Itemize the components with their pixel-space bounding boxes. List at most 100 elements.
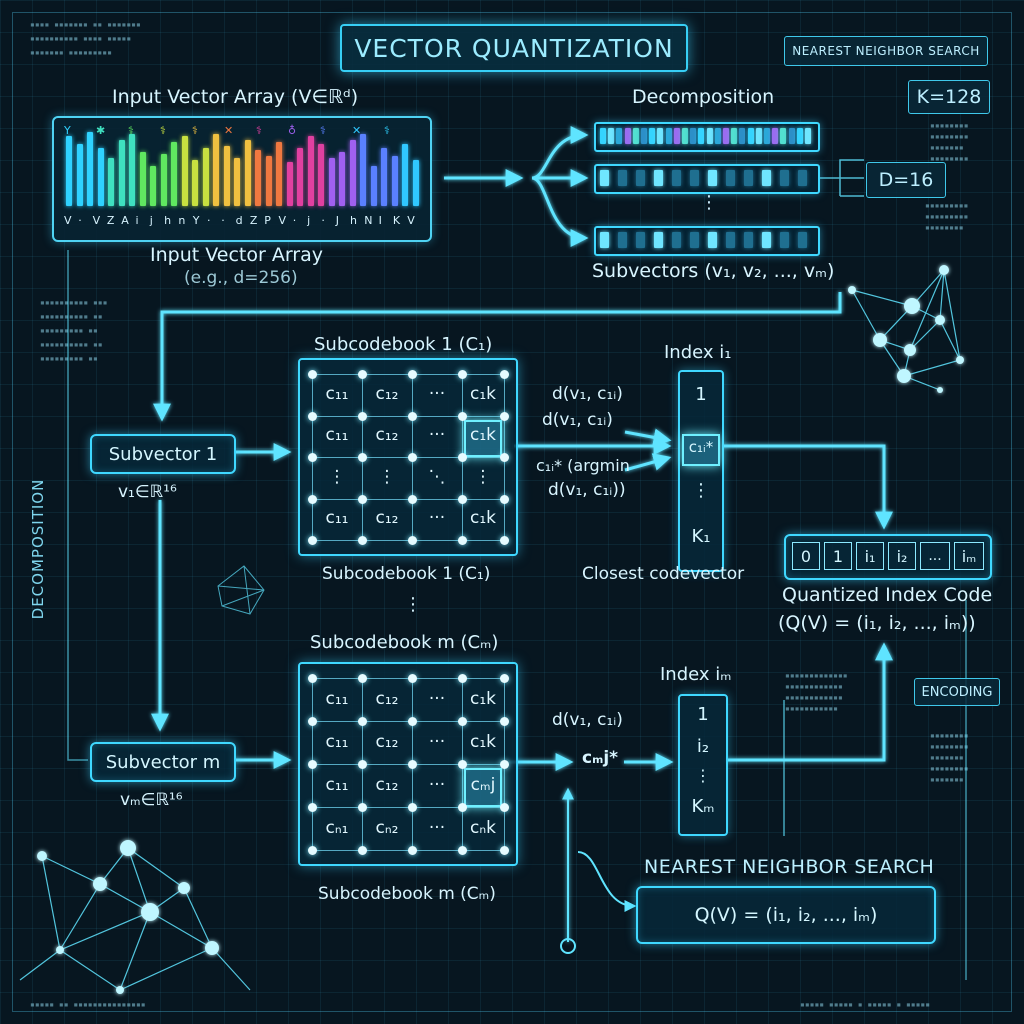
grid-node xyxy=(500,803,509,812)
index-1-column: 1 c₁ᵢ* ⋮ K₁ xyxy=(678,370,724,572)
micro-text: ▪▪▪▪▪▪▪▪▪▪▪▪▪▪▪▪▪▪▪▪▪▪▪▪▪▪ xyxy=(925,201,969,232)
strip-cell xyxy=(673,128,680,144)
grid-node xyxy=(358,760,367,769)
vector-bar xyxy=(118,140,125,206)
micro-text: ▪▪▪▪▪ ▪▪▪▪▪ ▪ ▪▪▪▪▪ ▪ ▪▪▪▪▪ xyxy=(800,1000,931,1009)
codebook-ellipsis: ⋮ xyxy=(404,594,422,615)
vector-top-symbol: ⚕ xyxy=(192,124,198,137)
quant-cell-3: i₂ xyxy=(888,542,916,570)
micro-text: ▪▪▪▪ ▪▪▪▪▪▪▪ ▪▪ ▪▪▪▪▪▪▪ xyxy=(30,20,141,29)
vector-bar xyxy=(160,154,167,206)
strip-cell xyxy=(798,232,807,248)
grid-node xyxy=(408,411,417,421)
strip-cell xyxy=(682,128,688,144)
vector-bar xyxy=(213,134,219,206)
vector-bar xyxy=(276,142,282,206)
vector-bar xyxy=(370,166,377,206)
grid-node xyxy=(458,674,467,683)
grid-node xyxy=(408,717,417,726)
vector-bottom-symbol: K xyxy=(392,214,401,227)
vector-bottom-symbol: · xyxy=(292,214,297,227)
quant-cell-5: iₘ xyxy=(954,542,984,570)
vector-bar xyxy=(286,162,293,206)
codevector-label: c₁₂ xyxy=(375,774,399,795)
vector-top-symbol: ✕ xyxy=(224,124,234,137)
vector-bar xyxy=(360,134,366,206)
micro-text: ▪▪▪▪▪▪▪▪▪▪ ▪▪▪▪ ▪▪▪▪▪ xyxy=(30,34,132,43)
index-m-cell-4: Kₘ xyxy=(691,796,715,817)
codevector-label: c₁₁ xyxy=(325,508,349,529)
codevector-label: ··· xyxy=(428,508,446,529)
decomposition-vertical-label: DECOMPOSITION xyxy=(29,478,47,620)
vector-bar xyxy=(223,146,230,206)
codevector-label: c₁₂ xyxy=(375,731,399,752)
grid-node xyxy=(308,453,317,462)
grid-node xyxy=(458,411,467,421)
arrow-fan-bottom xyxy=(531,176,589,247)
strip-cell xyxy=(780,232,789,248)
distance-1-line1: d(v₁, c₁ᵢ) xyxy=(552,384,623,404)
codevector-label: cₙ₁ xyxy=(325,817,349,838)
vector-bottom-symbol: j xyxy=(149,214,153,227)
quant-cell-1: 1 xyxy=(824,542,852,570)
grid-node xyxy=(308,370,317,379)
vector-bar xyxy=(108,158,114,206)
vector-bar xyxy=(318,144,324,206)
grid-node xyxy=(308,536,317,545)
vector-bar xyxy=(349,140,356,206)
subvector-m-space: vₘ∈ℝ¹⁶ xyxy=(120,790,183,810)
codevector-label: c₁₂ xyxy=(375,425,399,446)
strip-cell xyxy=(739,128,746,144)
codevector-label: c₁₁ xyxy=(325,425,349,446)
origin-circle xyxy=(560,938,576,954)
index-1-cell-4: K₁ xyxy=(691,526,711,547)
codevector-label: ··· xyxy=(428,731,446,752)
subvector-strip-1 xyxy=(594,122,820,152)
grid-node xyxy=(458,370,467,379)
vector-bottom-symbol: j xyxy=(307,214,311,227)
index-m-cell-2: i₂ xyxy=(696,736,710,757)
strip-cell xyxy=(764,128,770,144)
network-graph-bottom-left xyxy=(19,847,251,991)
strip-cell xyxy=(657,128,664,144)
strip-cell xyxy=(788,128,795,144)
micro-text: ▪▪▪▪▪▪▪▪▪▪ ▪▪▪▪▪▪▪▪▪▪▪▪▪ ▪▪▪▪▪▪▪▪▪▪▪ ▪▪▪… xyxy=(40,298,108,363)
vector-bar xyxy=(339,152,345,206)
network-graph-mid-left xyxy=(217,565,265,615)
strip-cell xyxy=(654,232,663,248)
distance-1-argmin-close: d(v₁, c₁ᵢ)) xyxy=(548,480,626,500)
strip-ellipsis: ⋮ xyxy=(700,192,718,213)
strip-cell xyxy=(654,170,663,186)
index-m-column: 1 i₂ ⋮ Kₘ xyxy=(678,694,728,836)
grid-node xyxy=(500,370,509,379)
grid-node xyxy=(358,674,367,683)
grid-node xyxy=(408,674,417,683)
codevector-label: c₁₁ xyxy=(325,688,349,709)
arrow-dist1-to-index1 xyxy=(624,428,672,447)
strip-cell xyxy=(805,128,811,144)
subvector-1-space: v₁∈ℝ¹⁶ xyxy=(118,482,177,502)
vector-bar xyxy=(139,152,146,206)
index-m-cell-3: ⋮ xyxy=(695,766,711,785)
grid-node xyxy=(458,846,467,855)
grid-node xyxy=(308,760,317,769)
vector-top-symbol: ⚕ xyxy=(384,124,390,137)
strip-cell xyxy=(744,232,753,248)
grid-node xyxy=(500,453,509,462)
vector-bottom-symbol: · xyxy=(321,214,325,227)
strip-cell xyxy=(608,128,615,144)
strip-cell xyxy=(744,170,753,186)
strip-cell xyxy=(714,128,721,144)
vector-bar xyxy=(391,156,398,206)
codevector-label: ⋮ xyxy=(328,466,346,487)
index-m-cell-1: 1 xyxy=(697,704,709,725)
strip-cell xyxy=(665,128,672,144)
arrow-fan-top xyxy=(531,126,589,180)
codevector-label: ⋮ xyxy=(378,466,396,487)
strip-cell xyxy=(780,170,789,186)
grid-node xyxy=(358,370,367,379)
codebook-1-title: Subcodebook 1 (C₁) xyxy=(314,334,493,355)
grid-node xyxy=(408,453,417,462)
